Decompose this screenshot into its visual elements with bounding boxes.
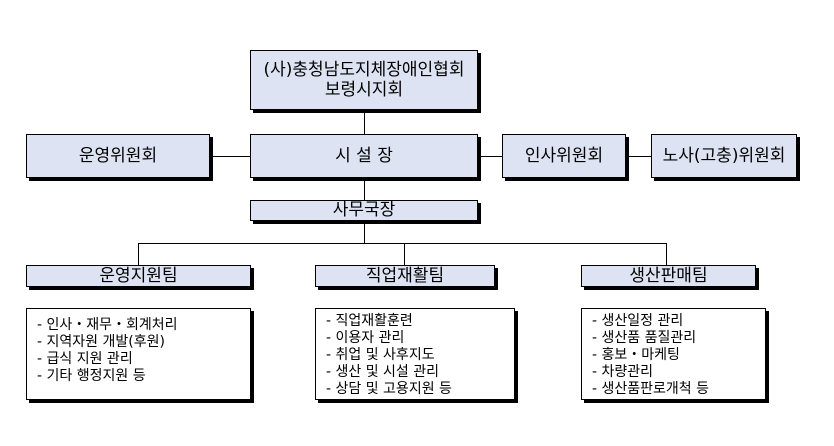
- left-committee-box: 운영위원회: [26, 134, 210, 178]
- list-item: 생산품판로개척 등: [592, 381, 759, 398]
- list-item: 기타 행정지원 등: [37, 368, 244, 385]
- center-label: 시 설 장: [335, 145, 393, 166]
- list-item: 직업재활훈련: [326, 313, 508, 330]
- list-item: 급식 지원 관리: [37, 351, 244, 368]
- list-item: 이용자 관리: [326, 330, 508, 347]
- connector-director-bus: [364, 221, 365, 243]
- team1-box: 운영지원팀: [26, 265, 251, 287]
- connector-right-committee2: [626, 156, 651, 157]
- team3-duties: 생산일정 관리 생산품 품질관리 홍보・마케팅 차량관리 생산품판로개척 등: [581, 308, 766, 400]
- list-item: 생산 및 시설 관리: [326, 364, 508, 381]
- team2-duties: 직업재활훈련 이용자 관리 취업 및 사후지도 생산 및 시설 관리 상담 및 …: [315, 308, 515, 400]
- connector-center-director: [364, 178, 365, 200]
- team1-label: 운영지원팀: [99, 265, 178, 286]
- director-label: 사무국장: [332, 200, 396, 221]
- connector-team3-drop: [666, 243, 667, 265]
- top-organization-line1: (사)충청남도지체장애인협회: [263, 59, 465, 80]
- director-box: 사무국장: [250, 200, 478, 221]
- right-committee1-box: 인사위원회: [502, 134, 626, 178]
- team1-duties: 인사・재무・회계처리 지역자원 개발(후원) 급식 지원 관리 기타 행정지원 …: [26, 308, 251, 400]
- right-committee1-label: 인사위원회: [524, 145, 604, 166]
- list-item: 홍보・마케팅: [592, 347, 759, 364]
- connector-top-center: [364, 110, 365, 134]
- list-item: 상담 및 고용지원 등: [326, 381, 508, 398]
- connector-team-bus: [138, 243, 666, 244]
- list-item: 인사・재무・회계처리: [37, 317, 244, 334]
- top-organization-line2: 보령시지회: [324, 80, 404, 100]
- right-committee2-box: 노사(고충)위원회: [651, 134, 797, 178]
- list-item: 취업 및 사후지도: [326, 347, 508, 364]
- list-item: 생산품 품질관리: [592, 330, 759, 347]
- team3-box: 생산판매팀: [581, 265, 756, 287]
- team2-box: 직업재활팀: [315, 265, 495, 287]
- right-committee2-label: 노사(고충)위원회: [662, 145, 786, 166]
- left-committee-label: 운영위원회: [78, 145, 158, 166]
- list-item: 생산일정 관리: [592, 313, 759, 330]
- center-box: 시 설 장: [250, 134, 478, 178]
- list-item: 지역자원 개발(후원): [37, 334, 244, 351]
- list-item: 차량관리: [592, 364, 759, 381]
- connector-left-committee: [210, 156, 250, 157]
- connector-team1-drop: [138, 243, 139, 265]
- connector-team2-drop: [404, 243, 405, 265]
- team3-label: 생산판매팀: [629, 265, 708, 286]
- team2-label: 직업재활팀: [365, 265, 445, 286]
- connector-right-committee1: [478, 156, 502, 157]
- top-organization-box: (사)충청남도지체장애인협회 보령시지회: [250, 50, 478, 110]
